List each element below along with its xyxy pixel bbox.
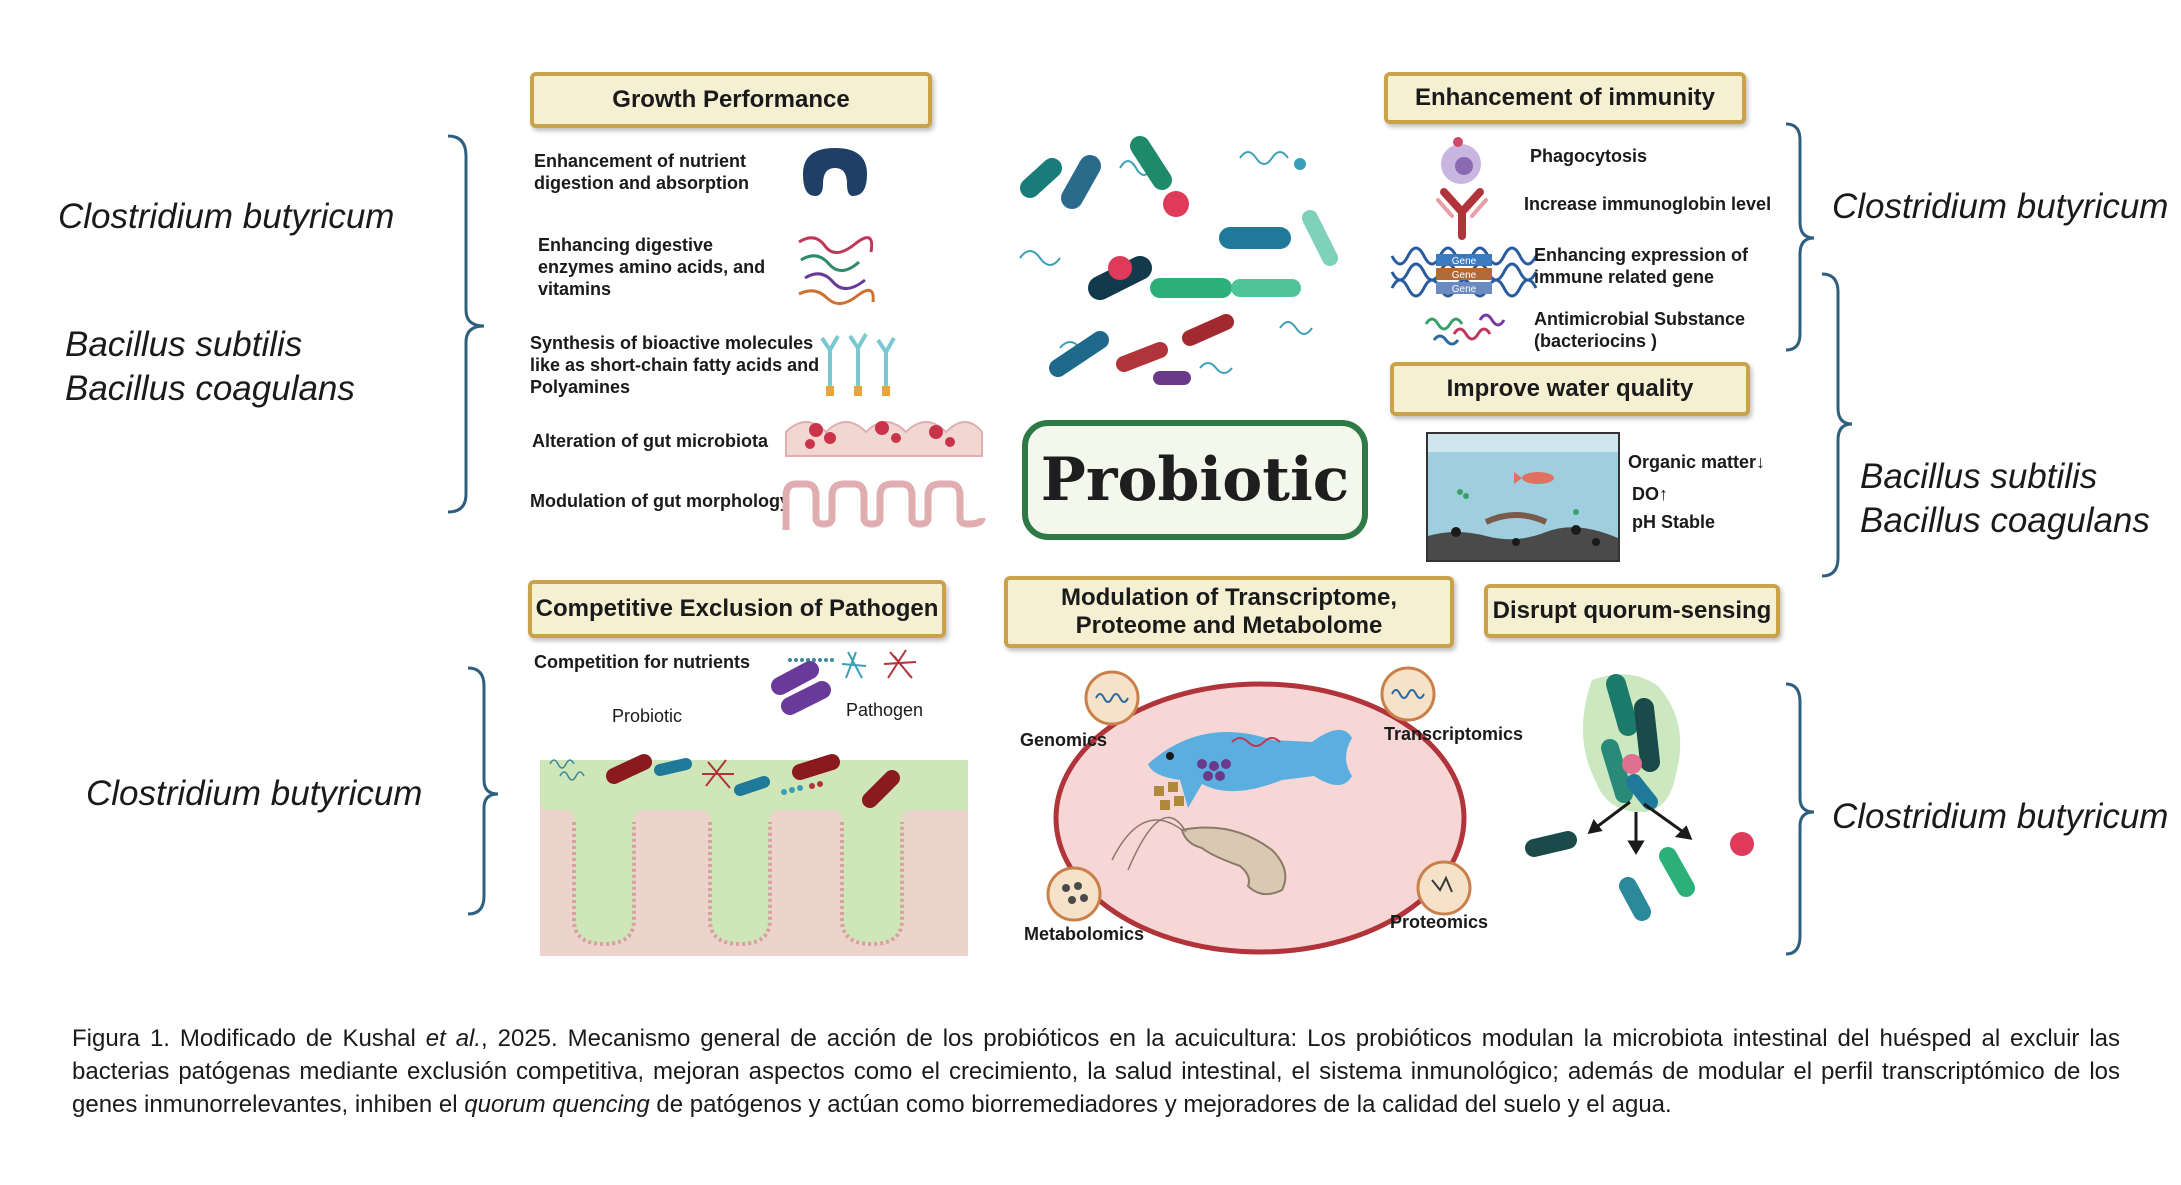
pathogen-label: Pathogen [846,700,924,720]
quorum-sensing-title: Disrupt quorum-sensing [1484,584,1780,638]
probiotic-label: Probiotic [1022,420,1368,540]
antibody-icon [1436,188,1488,240]
gene-label-2: Gene [1452,270,1477,281]
digestion-icon [803,148,867,196]
growth-item-2: Enhancing digestive enzymes amino acids,… [538,235,766,299]
gut-microbiota-icon [782,421,986,530]
bacteriocin-icon [1424,313,1506,346]
competition-nutrients-label: Competition for nutrients [534,652,750,672]
phagocyte-icon [1441,137,1481,184]
omics-transcriptomics: Transcriptomics [1384,724,1524,744]
omics-title: Modulation of Transcriptome, Proteome an… [1004,576,1454,648]
quorum-sensing-icon [1525,674,1754,921]
immunity-title: Enhancement of immunity [1384,72,1746,124]
nutrients-icon [788,649,917,679]
immunity-item-1: Phagocytosis [1530,146,1648,166]
immunity-item-4: Antimicrobial Substance (bacteriocins ) [1534,309,1746,351]
omics-title-line1: Modulation of Transcriptome, [1060,584,1397,611]
competitive-gut-icon [540,661,968,956]
caption-part3: de patógenos y actúan como biorremediado… [649,1091,1672,1118]
bracket-right-bottom [1785,682,1815,956]
growth-item-1: Enhancement of nutrient digestion and ab… [534,151,749,193]
bracket-right-mid [1821,272,1853,578]
omics-title-line2: Proteome and Metabolome [1075,612,1383,639]
immunity-item-3: Enhancing expression of immune related g… [1534,245,1749,287]
omics-ellipse-icon [1046,666,1472,955]
caption-part2: , 2025. Mecanismo general de acción de l… [72,1025,2121,1118]
growth-performance-title: Growth Performance [530,72,932,128]
probiotic-bacteria-cluster-icon [1019,136,1338,385]
caption-quorum: quorum quencing [464,1091,650,1118]
species-left-top: Clostridium butyricum [58,197,395,236]
gene-label-1: Gene [1452,256,1477,267]
growth-item-4: Alteration of gut microbiota [532,431,768,451]
amino-acid-icon [798,236,875,305]
fatty-acid-icon [820,333,896,396]
competitive-exclusion-title: Competitive Exclusion of Pathogen [528,580,946,638]
figure-caption: Figura 1. Modificado de Kushal et al., 2… [72,1022,2120,1121]
water-ph-stable: pH Stable [1632,512,1716,532]
water-organic-matter: Organic matter↓ [1628,452,1766,472]
bracket-left-bottom [467,666,499,916]
gene-expression-icon: Gene Gene Gene [1390,246,1538,298]
species-right-bottom: Clostridium butyricum [1832,797,2169,836]
species-right-top: Clostridium butyricum [1832,187,2169,226]
bracket-right-top [1785,122,1815,352]
omics-genomics: Genomics [1020,730,1108,750]
species-left-mid-1: Bacillus subtilis [65,325,303,364]
species-left-mid-2: Bacillus coagulans [65,369,355,408]
species-right-mid-2: Bacillus coagulans [1860,501,2150,540]
water-quality-title: Improve water quality [1390,362,1750,416]
growth-item-5: Modulation of gut morphology [530,491,790,511]
brackets-layer [447,122,1853,956]
species-right-mid-1: Bacillus subtilis [1860,457,2098,496]
omics-proteomics: Proteomics [1390,912,1489,932]
immunity-item-2: Increase immunoglobin level [1524,194,1772,214]
caption-part1: Figura 1. Modificado de Kushal [72,1025,426,1052]
probiotic-label-small: Probiotic [612,706,683,726]
bracket-left-top [447,134,485,514]
caption-etal: et al. [425,1025,482,1052]
aquarium-icon [1426,432,1620,562]
species-left-bottom: Clostridium butyricum [86,774,423,813]
gene-label-3: Gene [1452,284,1477,295]
omics-metabolomics: Metabolomics [1024,924,1145,944]
water-dissolved-oxygen: DO↑ [1632,484,1668,504]
growth-item-3: Synthesis of bioactive molecules like as… [530,333,820,397]
